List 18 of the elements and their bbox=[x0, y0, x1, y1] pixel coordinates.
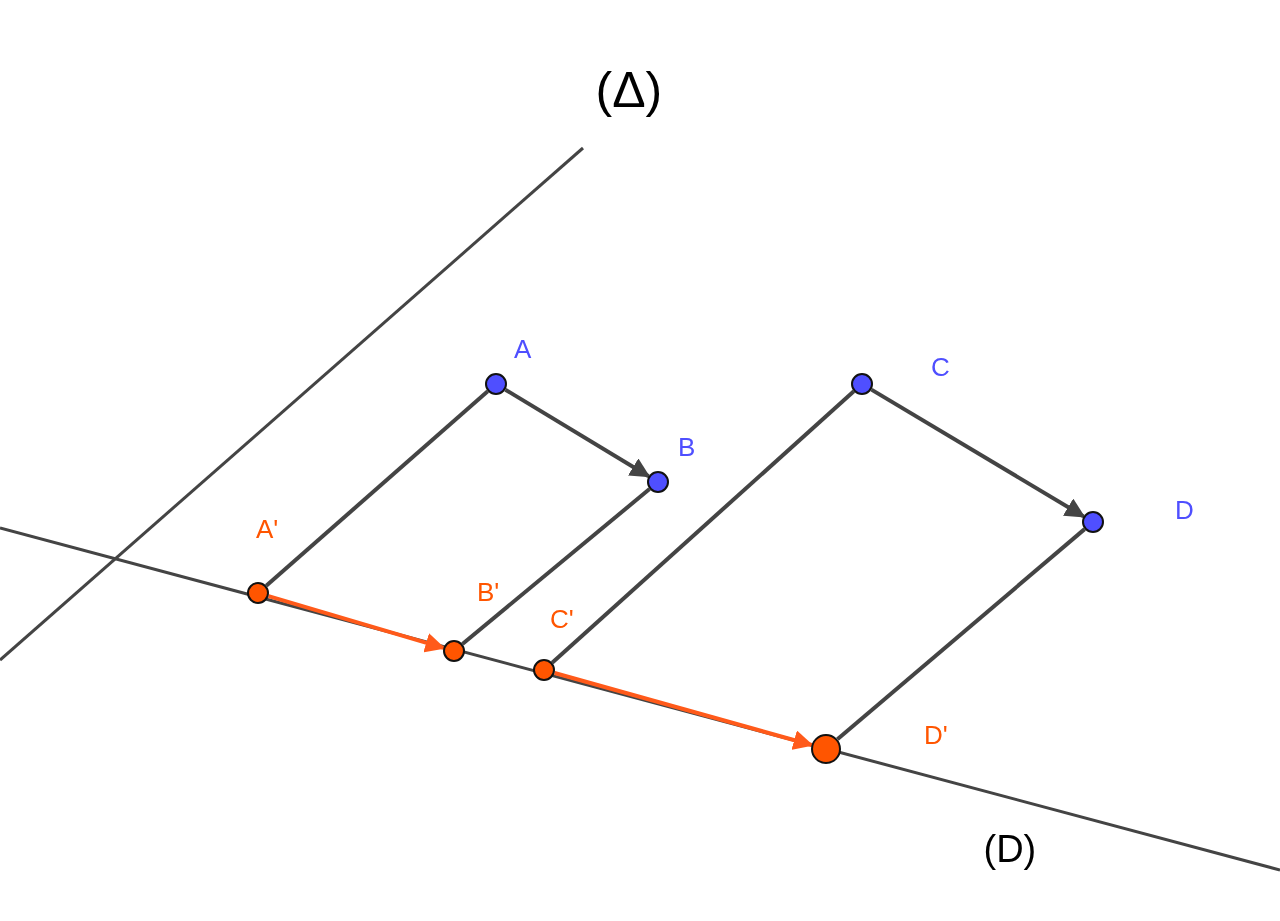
point-label: D' bbox=[924, 720, 948, 750]
line-name: (Δ) bbox=[595, 62, 663, 118]
point-label: D bbox=[1175, 495, 1194, 525]
line-name: (D) bbox=[983, 829, 1037, 871]
point-label: A' bbox=[256, 514, 279, 544]
point-label: B' bbox=[477, 577, 500, 607]
segment bbox=[836, 527, 1086, 741]
vector-arrow bbox=[504, 387, 651, 479]
segment bbox=[461, 487, 651, 646]
vector-arrow bbox=[554, 671, 814, 750]
vector-arrow bbox=[870, 387, 1086, 519]
point-label: B bbox=[678, 432, 696, 462]
point-label: C' bbox=[550, 604, 574, 634]
point-label: C bbox=[931, 352, 950, 382]
vector-arrow bbox=[268, 594, 446, 653]
segment bbox=[264, 389, 490, 588]
segment bbox=[550, 389, 856, 665]
point-label: A bbox=[514, 334, 532, 364]
